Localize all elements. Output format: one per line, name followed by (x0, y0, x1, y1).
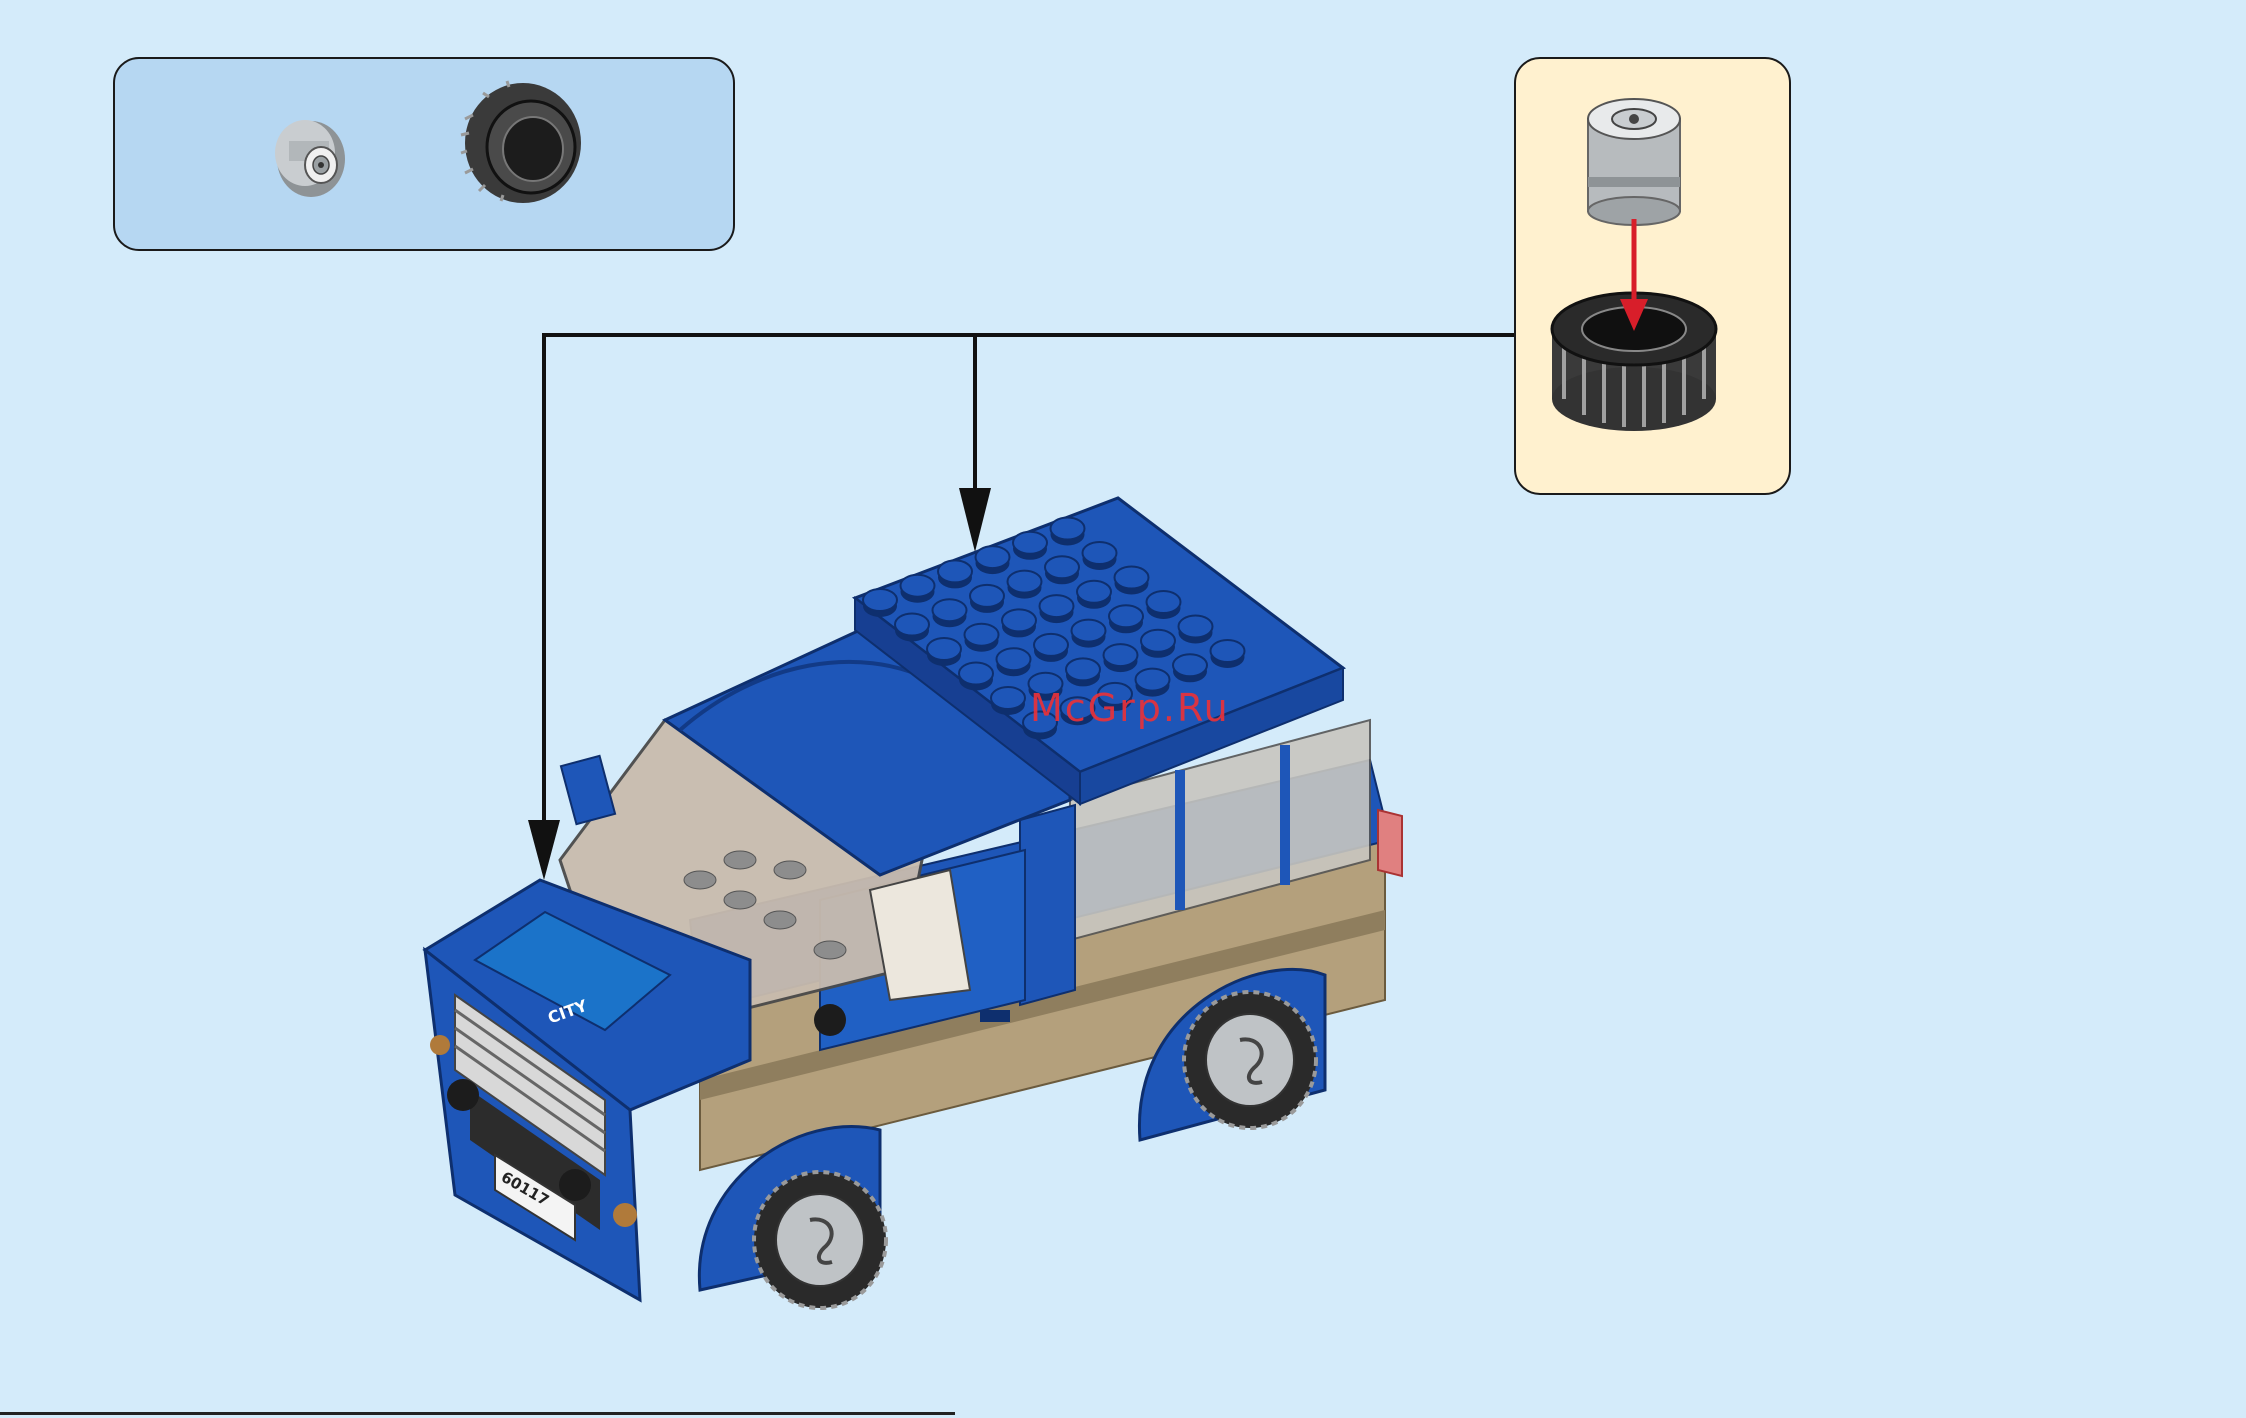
rear-wheel (1184, 992, 1316, 1128)
callout-arrow-head-roof (959, 488, 991, 552)
lego-van-model: CITY 60117 (425, 498, 1402, 1308)
callout-arrow-head-front (528, 820, 560, 880)
front-wheel (754, 1172, 886, 1308)
watermark: McGrp.Ru (1030, 686, 1230, 730)
bottom-rule (0, 1412, 955, 1415)
